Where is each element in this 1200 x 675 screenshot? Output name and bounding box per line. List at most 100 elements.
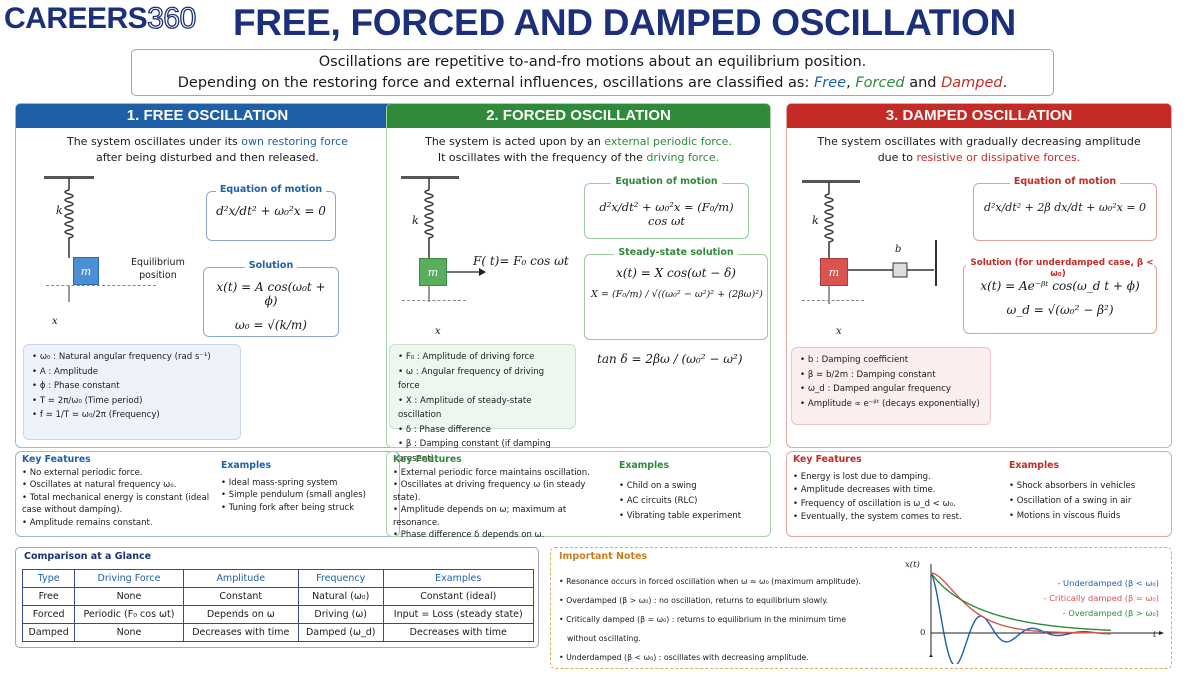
intro-comma: , — [846, 75, 856, 91]
damped-glossary-text: b : Damping coefficient — [807, 355, 909, 365]
forced-glossary-text: β : Damping constant (if damping present… — [398, 439, 551, 464]
notes-title: Important Notes — [559, 551, 648, 562]
forced-glossary-text: ω : Angular frequency of driving force — [398, 366, 545, 392]
damped-panel: 3. DAMPED OSCILLATION The system oscilla… — [786, 103, 1172, 448]
forced-desc-highlight-2: driving force. — [646, 151, 720, 164]
free-glossary-text: A : Amplitude — [39, 366, 99, 377]
comparison-header-row: Type Driving Force Amplitude Frequency E… — [21, 569, 535, 588]
comparison-header-cell: Type — [21, 569, 76, 588]
forced-description: The system is acted upon by an external … — [387, 134, 770, 166]
notes-list: • Resonance occurs in forced oscillation… — [559, 572, 904, 667]
forced-desc-text: The system is acted upon by an — [425, 135, 605, 148]
underdamped-curve — [930, 572, 1111, 664]
damped-glossary-text: Amplitude ∝ e⁻ᵝᵗ (decays exponentially) — [807, 398, 980, 409]
free-equilibrium-line — [46, 285, 156, 286]
table-cell: Natural (ω₀) — [297, 587, 384, 606]
legend-underdamped-text: Underdamped (β < ω₀) — [1063, 578, 1159, 588]
table-cell: Decreases with time — [382, 623, 535, 642]
damped-solution-2: ω_d = √(ω₀² − β²) — [1006, 303, 1114, 317]
damped-eq-title: Equation of motion — [1009, 176, 1121, 187]
damped-ceiling — [802, 180, 860, 183]
forced-kf-item: Phase difference δ depends on ω. — [393, 529, 613, 542]
intro-line-2: Depending on the restoring force and ext… — [132, 73, 1053, 94]
damped-desc-text: due to — [877, 151, 917, 164]
free-solution-box: Solution x(t) = A cos(ω₀t + ϕ) ω₀ = √(k/… — [203, 260, 339, 337]
comparison-table: Type Driving Force Amplitude Frequency E… — [21, 569, 535, 642]
free-glossary-text: ω₀ : Natural angular frequency (rad s⁻¹) — [39, 352, 211, 362]
forced-ex-item: Vibrating table experiment — [619, 509, 767, 524]
free-key-features: Key Features No external periodic force.… — [15, 451, 400, 537]
damped-key-features: Key Features Energy is lost due to dampi… — [786, 451, 1172, 537]
table-cell: Free — [21, 587, 76, 606]
damped-kf-item: Eventually, the system comes to rest. — [793, 511, 1003, 525]
forced-ss-title: Steady-state solution — [614, 247, 738, 258]
damped-equation: d²x/dt² + 2β dx/dt + ω₀²x = 0 — [983, 201, 1147, 214]
free-ex-title: Examples — [221, 460, 271, 471]
free-glossary-text: ϕ : Phase constant — [39, 381, 120, 391]
forced-arrow-icon — [447, 268, 486, 276]
comparison-header-cell: Frequency — [297, 569, 384, 588]
intro-line-2-text: Depending on the restoring force and ext… — [177, 75, 814, 91]
damped-ex-title: Examples — [1009, 460, 1059, 471]
damped-glossary-item: • ω_d : Damped angular frequency — [800, 384, 951, 394]
damped-header: 3. DAMPED OSCILLATION — [787, 104, 1171, 128]
damped-solution-1: x(t) = Ae⁻ᵝᵗ cos(ω_d t + ϕ) — [980, 279, 1140, 293]
note-text: Underdamped (β < ω₀) : oscillates with d… — [566, 653, 809, 662]
forced-equation: d²x/dt² + ω₀²x = (F₀/m) cos ωt — [599, 200, 734, 228]
intro-line-1: Oscillations are repetitive to-and-fro m… — [318, 54, 867, 70]
table-cell: Constant (ideal) — [382, 587, 535, 606]
forced-kf-title: Key Features — [393, 454, 462, 465]
damped-kf-item: Amplitude decreases with time. — [793, 484, 1003, 498]
free-solution-2: ω₀ = √(k/m) — [235, 318, 307, 332]
damped-equilibrium-line — [802, 300, 864, 301]
forced-glossary-item: • X : Amplitude of steady-state oscillat… — [398, 395, 532, 421]
forced-key-features: Key Features External periodic force mai… — [386, 451, 771, 540]
damped-desc-line-1: The system oscillates with gradually dec… — [817, 135, 1141, 148]
damping-graph — [929, 564, 1164, 664]
free-header: 1. FREE OSCILLATION — [16, 104, 399, 128]
legend-overdamped-text: Overdamped (β > ω₀) — [1068, 608, 1159, 618]
forced-eq-title: Equation of motion — [611, 176, 722, 187]
free-kf-item: Oscillates at natural frequency ω₀. — [22, 479, 217, 492]
table-cell: None — [74, 587, 184, 606]
free-ex-item: Tuning fork after being struck — [221, 502, 396, 515]
damped-glossary: • b : Damping coefficient • β = b/2m : D… — [791, 347, 991, 425]
damped-kf-item: Frequency of oscillation is ω_d < ω₀. — [793, 498, 1003, 512]
free-glossary-item: • ϕ : Phase constant — [32, 381, 120, 391]
graph-x-label: t — [1153, 630, 1157, 640]
table-row: Free None Constant Natural (ω₀) Constant… — [21, 587, 535, 606]
damped-kf-title: Key Features — [793, 454, 862, 465]
damped-b-label: b — [895, 244, 902, 255]
damped-glossary-text: ω_d : Damped angular frequency — [807, 384, 951, 394]
free-glossary-text: T = 2π/ω₀ (Time period) — [39, 395, 143, 406]
overdamped-curve — [930, 572, 1112, 631]
legend-critically-damped: - Critically damped (β = ω₀) — [1043, 593, 1160, 603]
intro-forced: Forced — [855, 75, 905, 91]
damped-x-label: x — [836, 326, 842, 337]
free-mass-block: m — [73, 257, 99, 285]
forced-ss-1: x(t) = X cos(ωt − δ) — [616, 266, 736, 280]
logo: CAREERS360 — [4, 1, 197, 36]
table-cell: None — [74, 623, 184, 642]
free-ex-item: Simple pendulum (small angles) — [221, 489, 396, 502]
forced-phase-formula: tan δ = 2βω / (ω₀² − ω²) — [597, 352, 743, 366]
free-ceiling — [44, 176, 94, 179]
free-kf-item: Amplitude remains constant. — [22, 517, 217, 530]
forced-glossary-item: • ω : Angular frequency of driving force — [398, 366, 545, 392]
forced-glossary-text: δ : Phase difference — [405, 424, 491, 435]
table-cell: Damped — [21, 623, 76, 642]
forced-glossary-item: • δ : Phase difference — [398, 424, 491, 435]
forced-glossary-text: F₀ : Amplitude of driving force — [405, 352, 535, 362]
free-panel: 1. FREE OSCILLATION The system oscillate… — [15, 103, 400, 448]
logo-brand: CAREERS — [4, 2, 148, 35]
note-text: without oscillating. — [567, 634, 641, 643]
free-desc-line-2: after being disturbed and then released. — [96, 151, 319, 164]
intro-box: Oscillations are repetitive to-and-fro m… — [131, 49, 1054, 96]
free-glossary: • ω₀ : Natural angular frequency (rad s⁻… — [23, 344, 241, 440]
free-position-word: position — [139, 270, 177, 281]
forced-kf-item: Oscillates at driving frequency ω (in st… — [393, 479, 613, 504]
forced-glossary-item: • β : Damping constant (if damping prese… — [398, 439, 551, 464]
forced-equation-box: Equation of motion d²x/dt² + ω₀²x = (F₀/… — [584, 176, 749, 239]
damped-glossary-item: • b : Damping coefficient — [800, 355, 909, 365]
free-equation-box: Equation of motion d²x/dt² + ω₀²x = 0 — [206, 184, 336, 241]
